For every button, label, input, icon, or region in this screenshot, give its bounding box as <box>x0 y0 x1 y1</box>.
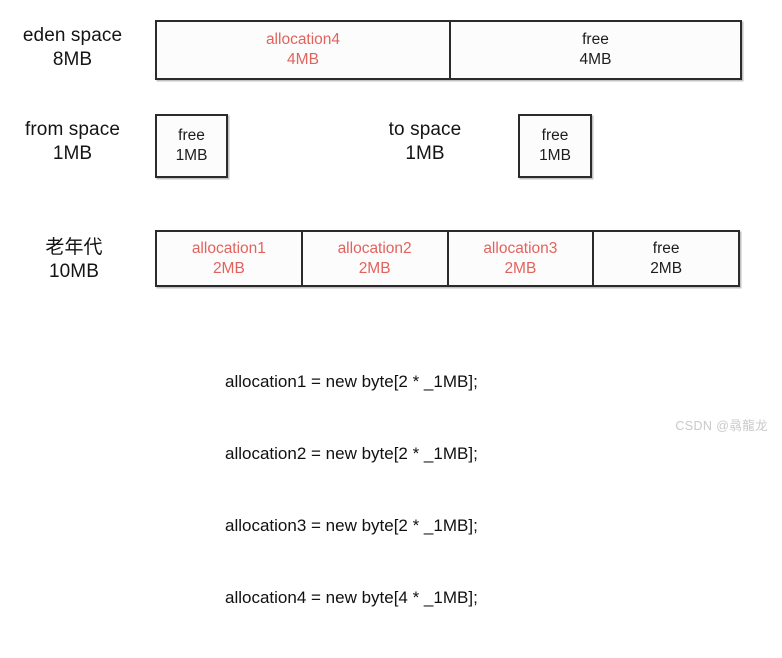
old-gen-cell-allocation1[interactable]: allocation1 2MB <box>157 232 303 285</box>
from-space-label: from space 1MB <box>0 118 145 166</box>
to-space-cell-free-name: free <box>541 127 569 144</box>
old-generation-box: allocation1 2MB allocation2 2MB allocati… <box>155 230 740 287</box>
from-space-label-line2: 1MB <box>52 143 93 164</box>
to-space-label-line1: to space <box>388 119 462 140</box>
old-gen-cell-allocation3[interactable]: allocation3 2MB <box>448 232 595 285</box>
eden-space-box: allocation4 4MB free 4MB <box>155 20 742 80</box>
csdn-watermark: CSDN @骉龍龙 <box>675 419 768 433</box>
old-gen-cell-free-size: 2MB <box>650 259 683 277</box>
old-gen-cell-allocation3-name: allocation3 <box>483 239 558 257</box>
code-line-2: allocation2 = new byte[2 * _1MB]; <box>225 444 478 463</box>
from-space-box: free 1MB <box>155 114 228 178</box>
eden-space-label-line1: eden space <box>22 25 123 46</box>
old-generation-label: 老年代 10MB <box>0 236 148 284</box>
eden-cell-free-name: free <box>582 31 609 48</box>
old-gen-cell-allocation1-size: 2MB <box>212 259 245 277</box>
to-space-cell-free-size: 1MB <box>539 147 571 164</box>
old-gen-cell-allocation2-name: allocation2 <box>337 239 412 257</box>
eden-cell-free-size: 4MB <box>579 51 612 68</box>
old-gen-cell-allocation2[interactable]: allocation2 2MB <box>302 232 449 285</box>
old-gen-cell-free[interactable]: free 2MB <box>594 232 738 285</box>
old-gen-cell-allocation1-name: allocation1 <box>191 239 266 257</box>
eden-space-label: eden space 8MB <box>0 24 145 72</box>
to-space-label-line2: 1MB <box>405 143 445 164</box>
from-space-cell-free[interactable]: free 1MB <box>157 116 226 176</box>
to-space-box: free 1MB <box>518 114 592 178</box>
old-gen-cell-allocation3-size: 2MB <box>504 259 537 277</box>
code-line-3: allocation3 = new byte[2 * _1MB]; <box>225 516 478 535</box>
eden-cell-allocation4-size: 4MB <box>287 51 319 68</box>
to-space-cell-free[interactable]: free 1MB <box>520 116 590 176</box>
code-line-4: allocation4 = new byte[4 * _1MB]; <box>225 588 478 607</box>
eden-cell-free[interactable]: free 4MB <box>450 22 740 78</box>
eden-cell-allocation4[interactable]: allocation4 4MB <box>157 22 451 78</box>
from-space-cell-free-size: 1MB <box>175 147 208 164</box>
to-space-label: to space 1MB <box>355 118 495 166</box>
old-generation-label-line2: 10MB <box>48 261 100 282</box>
old-generation-label-line1: 老年代 <box>45 237 103 258</box>
allocation-code-block: allocation1 = new byte[2 * _1MB]; alloca… <box>225 322 478 658</box>
code-line-1: allocation1 = new byte[2 * _1MB]; <box>225 372 478 391</box>
from-space-cell-free-name: free <box>178 127 205 144</box>
eden-cell-allocation4-name: allocation4 <box>265 31 341 48</box>
eden-space-label-line2: 8MB <box>52 49 93 70</box>
old-gen-cell-allocation2-size: 2MB <box>358 259 391 277</box>
old-gen-cell-free-name: free <box>652 239 680 257</box>
diagram-canvas: eden space 8MB allocation4 4MB free 4MB … <box>0 20 768 607</box>
from-space-label-line1: from space <box>25 119 120 140</box>
